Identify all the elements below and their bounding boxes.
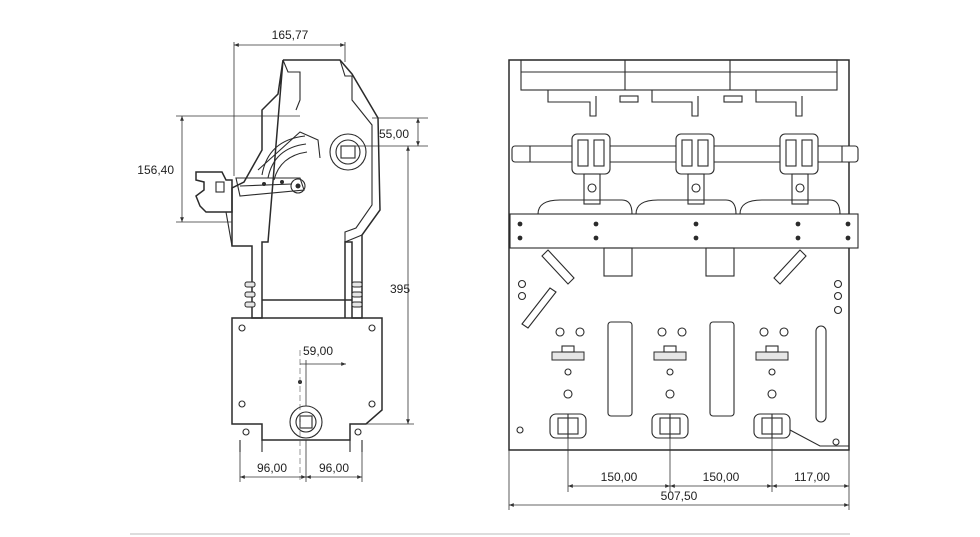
dim-bottom: 96,00 96,00	[239, 440, 363, 482]
front-frame	[508, 59, 850, 451]
left-hook	[195, 171, 233, 213]
side-holes-left	[517, 279, 527, 301]
top-housing	[520, 59, 838, 117]
dim-total-height: 395	[366, 146, 414, 425]
spring-mechanism	[257, 131, 321, 194]
dim-label: 96,00	[257, 461, 287, 475]
dim-label: 395	[390, 282, 410, 296]
dim-overall-width: 507,50	[508, 450, 849, 510]
pole-indicator-1	[551, 327, 585, 399]
shaft-hub	[329, 133, 367, 171]
dim-label: 507,50	[661, 489, 698, 503]
left-column-springs	[244, 281, 256, 308]
pole-indicator-3	[755, 327, 789, 399]
dim-label: 96,00	[319, 461, 349, 475]
dim-label: 117,00	[794, 470, 830, 484]
lever-arm	[235, 177, 305, 197]
dim-label: 59,00	[303, 344, 333, 358]
lower-shaft	[289, 405, 323, 439]
pole-coupling-2	[675, 133, 715, 205]
side-plate-outline	[231, 59, 381, 319]
side-view: 165,77 55,00 156,40 395 59,00	[137, 28, 428, 482]
dim-center-offset: 59,00	[300, 344, 346, 406]
terminal-3	[753, 413, 791, 439]
dim-label: 165,77	[272, 28, 309, 42]
pole-indicator-2	[653, 327, 687, 399]
cross-beam	[509, 213, 859, 249]
dim-label: 55,00	[379, 127, 409, 141]
dim-label: 150,00	[703, 470, 740, 484]
terminal-2	[651, 413, 689, 439]
front-view: 150,00 150,00 117,00 507,50	[508, 59, 859, 510]
right-column-springs	[351, 281, 363, 308]
dim-label: 150,00	[601, 470, 638, 484]
dim-pole-spacing: 150,00 150,00 117,00	[567, 438, 850, 510]
pole-coupling-1	[571, 133, 611, 205]
side-holes-right	[833, 279, 843, 315]
dim-top-width: 165,77	[233, 28, 346, 176]
terminal-1	[549, 413, 587, 439]
side-lower-plate	[231, 317, 383, 441]
dim-right-offset: 55,00	[348, 117, 428, 147]
pole-coupling-3	[779, 133, 819, 205]
dim-label: 156,40	[137, 163, 174, 177]
dim-left-height: 156,40	[137, 115, 300, 223]
